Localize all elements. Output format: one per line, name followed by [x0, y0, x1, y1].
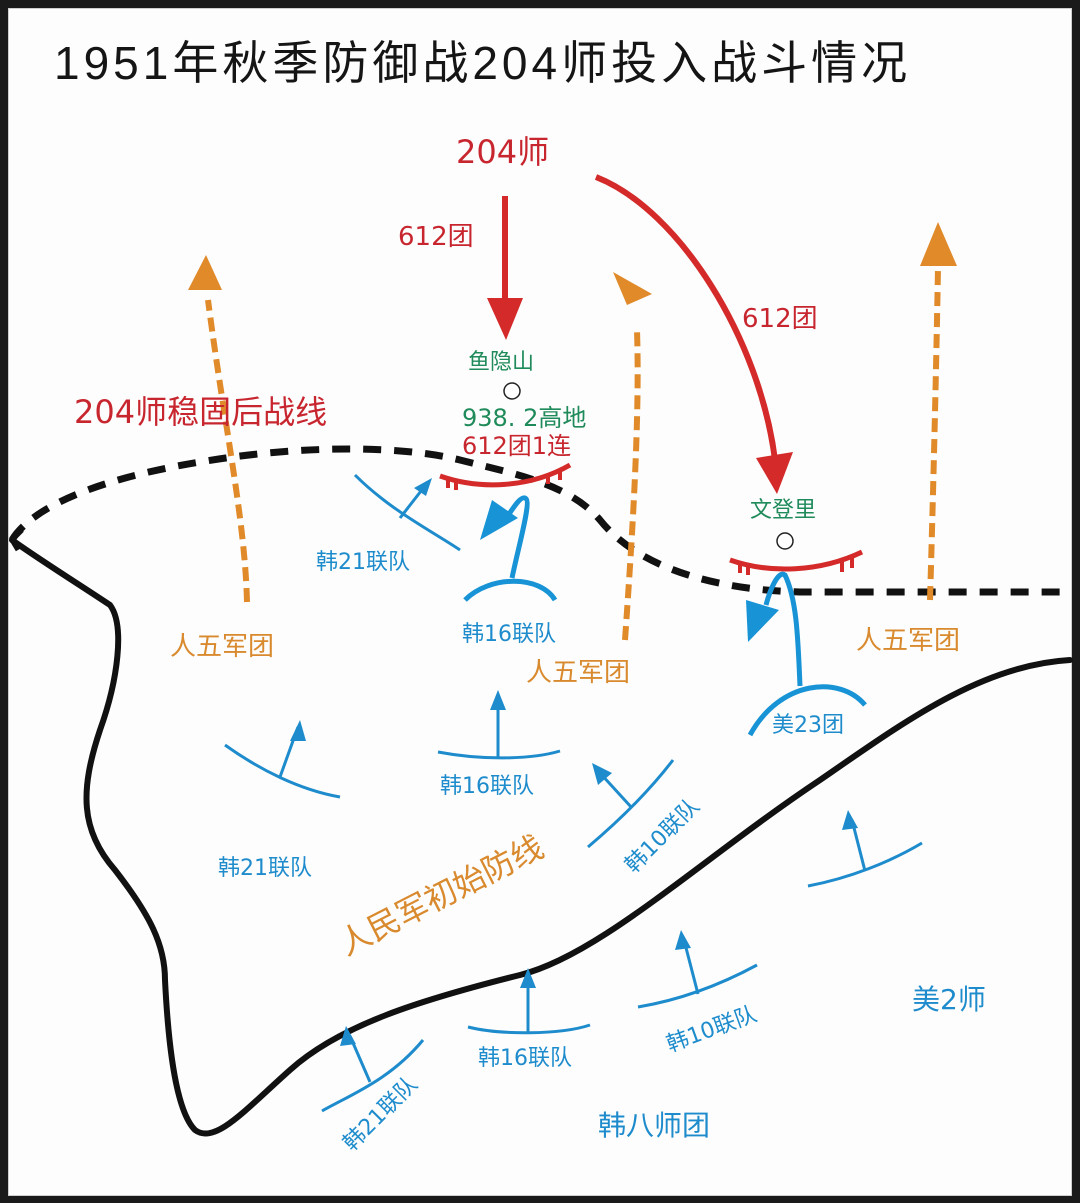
- consolidated-front-line: [9, 445, 1070, 596]
- company-1-label: 612团1连: [462, 432, 572, 460]
- regiment-612-left-label: 612团: [398, 222, 474, 252]
- blue-arrowheads: [290, 478, 858, 1046]
- division-204-label: 204师: [456, 133, 550, 171]
- red-arrow-612-curve: [594, 174, 793, 494]
- hill-938-label: 938. 2高地: [462, 404, 587, 432]
- kpa-corps-left-label: 人五军团: [170, 632, 275, 662]
- mountain-label: 鱼隐山: [468, 350, 535, 375]
- line-junction: [9, 528, 24, 552]
- kpa-corps-right-label: 人五军团: [856, 626, 961, 656]
- blue-counterattack-16: [463, 495, 558, 602]
- map-title: 1951年秋季防御战204师投入战斗情况: [54, 37, 912, 89]
- village-label: 文登里: [750, 498, 817, 523]
- regiment-612-right-label: 612团: [742, 304, 818, 334]
- red-defense-arc-938: [439, 462, 572, 490]
- kpa-corps-center-label: 人五军团: [526, 658, 631, 688]
- map-frame: [8, 8, 1072, 1196]
- village-marker: [776, 532, 794, 550]
- red-arrow-612-down: [487, 196, 523, 340]
- rok-16-low-label: 韩16联队: [478, 1046, 572, 1071]
- mountain-marker: [503, 382, 521, 400]
- consolidated-line-label: 204师稳固后战线: [74, 393, 328, 431]
- kpa-arrow-left: [188, 255, 250, 603]
- us-23-label: 美23团: [772, 713, 844, 738]
- us-2nd-division-label: 美2师: [912, 983, 986, 1016]
- rok-8th-division-label: 韩八师团: [598, 1109, 711, 1142]
- rok-16-mid-label: 韩16联队: [440, 774, 534, 799]
- rok-21-mid-label: 韩21联队: [218, 856, 312, 881]
- rok-21-upper-label: 韩21联队: [316, 550, 410, 575]
- red-defense-arc-wendengli: [729, 549, 864, 575]
- kpa-arrow-center: [613, 272, 652, 641]
- rok-16-upper-label: 韩16联队: [462, 622, 556, 647]
- kpa-arrow-right: [920, 222, 957, 601]
- initial-defense-line: [9, 537, 1073, 1137]
- blue-counterattack-23: [746, 571, 867, 737]
